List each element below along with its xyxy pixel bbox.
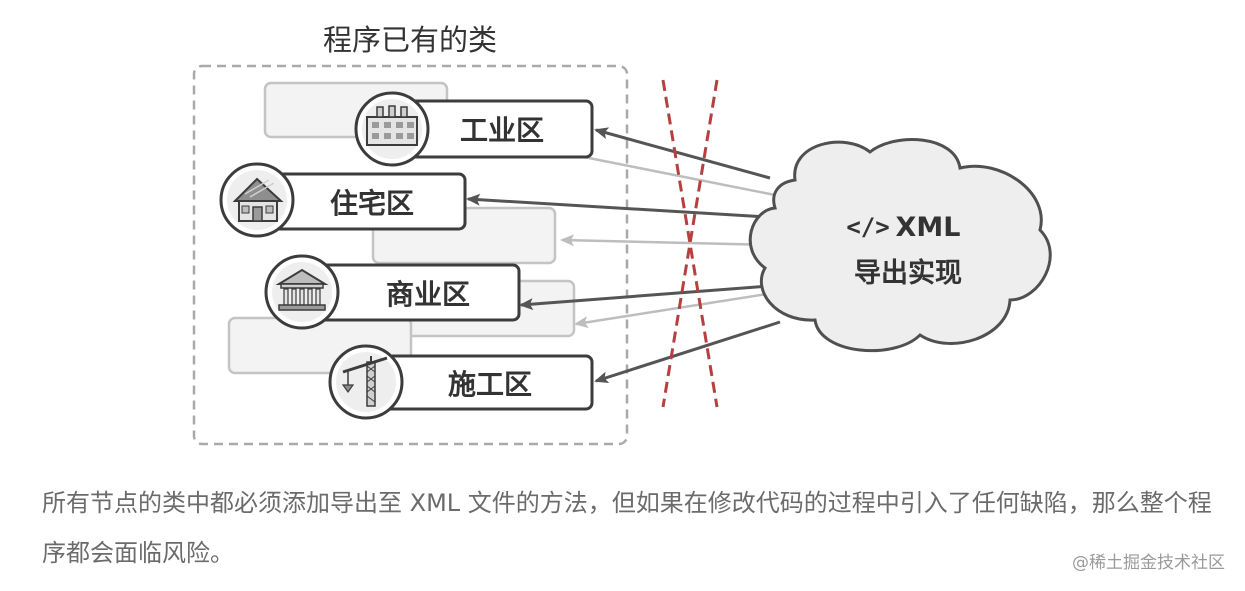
light-arrow xyxy=(560,234,773,247)
class-box-residential: 住宅区 xyxy=(219,162,467,238)
factory-icon xyxy=(354,91,430,167)
class-box-commercial: 商业区 xyxy=(264,254,521,330)
dark-arrow xyxy=(594,127,771,180)
group-container xyxy=(192,64,629,446)
caption: 所有节点的类中都必须添加导出至 XML 文件的方法，但如果在修改代码的过程中引入… xyxy=(42,489,1212,567)
cross-line xyxy=(661,79,719,408)
dark-arrow xyxy=(466,193,769,219)
cloud-title-line2: 导出实现 xyxy=(854,257,962,289)
class-box-industrial: 工业区 xyxy=(354,91,594,167)
diagram: 程序已有的类 </> XML 导出实现 工业区 xyxy=(192,23,1052,446)
class-label: 住宅区 xyxy=(330,187,414,220)
house-icon xyxy=(219,162,295,238)
bank-icon xyxy=(264,254,340,330)
dark-arrows xyxy=(466,127,781,384)
dark-arrow xyxy=(594,320,781,384)
cloud xyxy=(748,137,1052,353)
dark-arrow xyxy=(519,284,771,311)
crane-icon xyxy=(328,344,404,420)
watermark: @稀土掘金技术社区 xyxy=(1072,553,1225,573)
cloud-code-tag: </> xyxy=(846,213,889,241)
class-label: 施工区 xyxy=(448,368,532,401)
class-label: 工业区 xyxy=(460,114,544,147)
class-box-construction: 施工区 xyxy=(328,344,594,420)
cross-line xyxy=(661,79,719,408)
group-title: 程序已有的类 xyxy=(323,23,497,57)
cloud-title-line1: XML xyxy=(896,212,961,243)
class-label: 商业区 xyxy=(386,278,470,311)
red-cross xyxy=(661,79,719,408)
